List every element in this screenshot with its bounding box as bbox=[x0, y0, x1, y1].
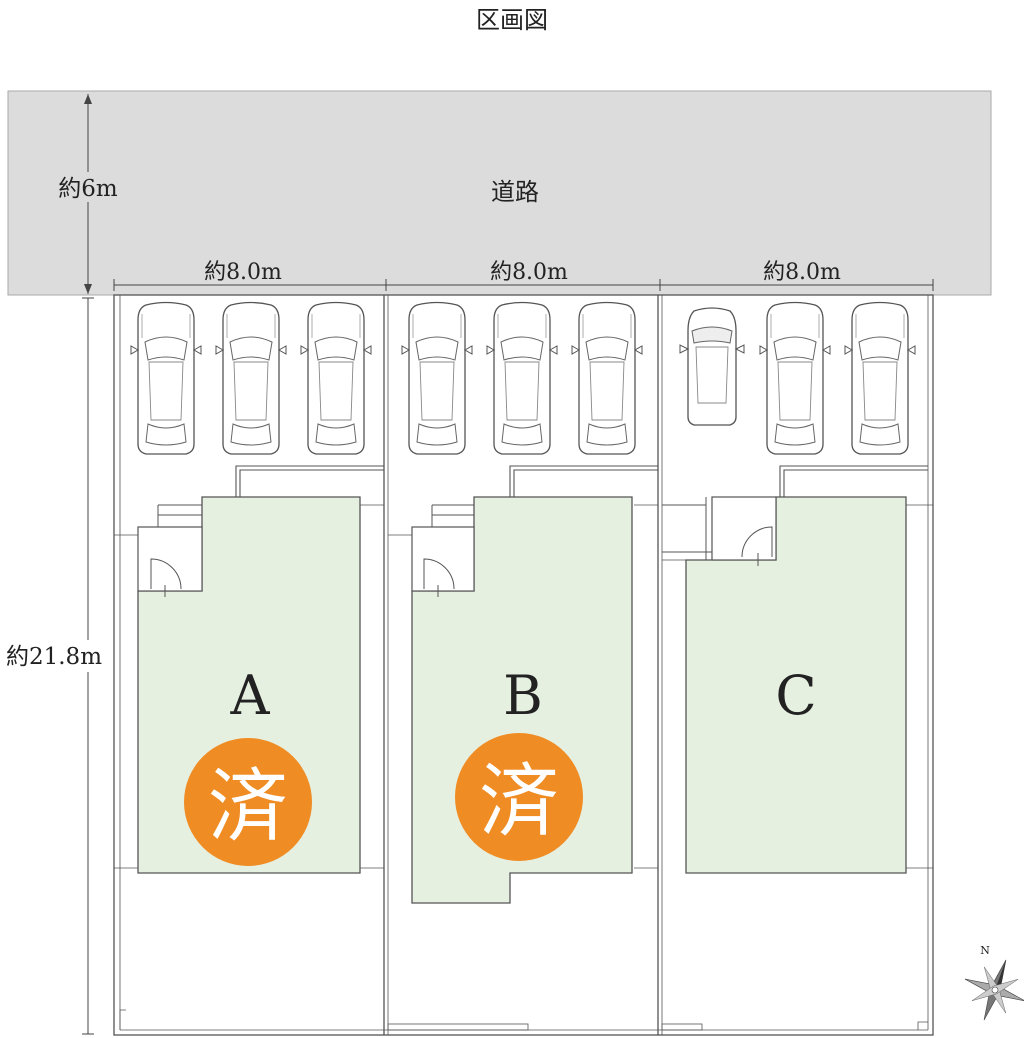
car-icon bbox=[215, 301, 287, 455]
car-icon bbox=[401, 301, 473, 455]
frontage-label-c: 約8.0m bbox=[763, 260, 841, 285]
building-c bbox=[662, 496, 907, 874]
frontage-dimension-line bbox=[113, 279, 934, 291]
sold-badge-b-text: 済 bbox=[479, 755, 559, 848]
frontage-label-a: 約8.0m bbox=[204, 260, 282, 285]
depth-label: 約21.8m bbox=[6, 644, 102, 670]
entrance-porch bbox=[711, 496, 777, 561]
car-icon bbox=[844, 301, 916, 455]
sold-badge-b: 済 bbox=[455, 733, 583, 861]
car-icon bbox=[300, 301, 372, 455]
car-icon bbox=[486, 301, 558, 455]
parking-area bbox=[130, 301, 916, 455]
lot-label-c: C bbox=[775, 664, 816, 727]
entrance-porch bbox=[411, 526, 475, 592]
compass-icon bbox=[964, 959, 1024, 1021]
lot-label-a: A bbox=[230, 664, 271, 727]
small-car-icon bbox=[679, 307, 745, 426]
site-outline bbox=[113, 294, 934, 1036]
page-title: 区画図 bbox=[476, 6, 548, 34]
depth-dimension: 約21.8m bbox=[0, 297, 110, 1035]
road-label: 道路 bbox=[491, 178, 539, 206]
road bbox=[7, 90, 992, 296]
road-width-dimension: 約6m bbox=[46, 94, 130, 294]
lot-label-b: B bbox=[503, 664, 543, 727]
road-width-label: 約6m bbox=[58, 176, 118, 202]
sold-badge-a-text: 済 bbox=[208, 760, 288, 853]
compass-north-label: N bbox=[980, 944, 990, 957]
door-icon bbox=[150, 558, 182, 590]
car-icon bbox=[130, 301, 202, 455]
approach-walls bbox=[235, 465, 928, 498]
entrance-porch bbox=[137, 526, 203, 592]
door-icon bbox=[423, 558, 455, 590]
frontage-label-b: 約8.0m bbox=[490, 260, 568, 285]
car-icon bbox=[571, 301, 643, 455]
car-icon bbox=[759, 301, 831, 455]
sold-badge-a: 済 bbox=[184, 738, 312, 866]
door-icon bbox=[741, 526, 773, 558]
